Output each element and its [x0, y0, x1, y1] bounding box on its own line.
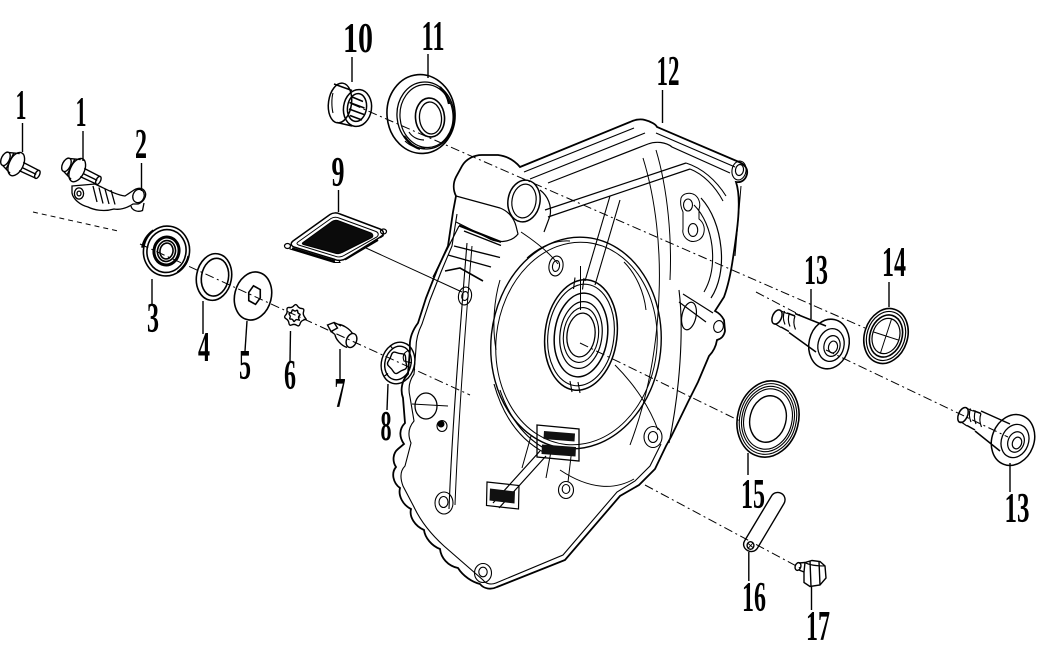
svg-text:13: 13: [1005, 486, 1030, 532]
svg-text:12: 12: [657, 49, 680, 95]
svg-text:2: 2: [135, 122, 147, 168]
svg-text:5: 5: [239, 343, 251, 389]
svg-text:7: 7: [335, 371, 346, 417]
svg-text:16: 16: [742, 575, 766, 621]
svg-text:6: 6: [284, 353, 296, 399]
svg-text:17: 17: [806, 604, 830, 650]
svg-text:13: 13: [804, 248, 828, 294]
svg-text:1: 1: [76, 90, 87, 136]
svg-text:8: 8: [381, 404, 392, 450]
svg-text:14: 14: [882, 240, 906, 286]
svg-text:15: 15: [741, 472, 765, 518]
svg-text:9: 9: [332, 150, 345, 196]
svg-text:11: 11: [422, 14, 445, 60]
svg-text:3: 3: [147, 296, 159, 342]
svg-text:4: 4: [198, 325, 210, 371]
svg-text:1: 1: [16, 83, 27, 129]
svg-text:10: 10: [343, 16, 373, 62]
